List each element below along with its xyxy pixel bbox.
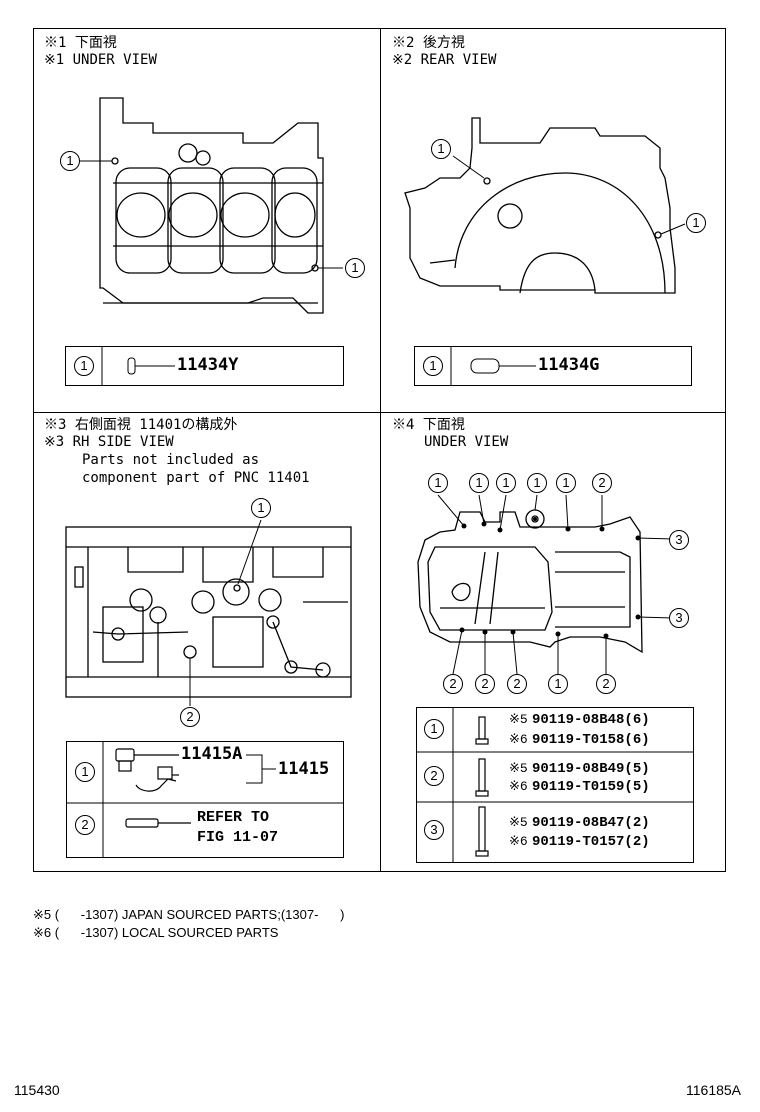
bolt-table (416, 707, 694, 863)
engine-block-under-drawing (80, 97, 343, 314)
bolt-row2-local-part: 90119-T0159(5) (532, 779, 650, 795)
engine-block-side-drawing (65, 519, 352, 706)
panel2-callout-left: 1 (431, 139, 451, 159)
panel1-part-table (65, 346, 344, 386)
bolt-row1-local-part: 90119-T0158(6) (532, 732, 650, 748)
panel4-callout-top-1: 1 (428, 473, 448, 493)
panel3-title-jp: ※3 右側面視 11401の構成外 (44, 417, 238, 433)
footnote-japan-sourced: ※5 ( -1307) JAPAN SOURCED PARTS;(1307- ) (33, 907, 345, 922)
bolt-row3-local-part: 90119-T0157(2) (532, 834, 650, 850)
panel2-table-callout: 1 (423, 356, 443, 376)
engine-block-rear-drawing (404, 117, 686, 294)
panel4-callout-top-5: 1 (556, 473, 576, 493)
panel-under-view-oil-pan (380, 412, 726, 872)
panel1-table-divider (101, 346, 175, 386)
panel2-table-divider (450, 346, 536, 386)
panel4-callout-top-2: 1 (469, 473, 489, 493)
part-number-11434Y: 11434Y (177, 355, 239, 375)
panel4-callout-bottom-3: 2 (507, 674, 527, 694)
panel4-callout-right-1: 3 (669, 530, 689, 550)
corner-id-right: 116185A (686, 1082, 742, 1098)
part-number-11434G: 11434G (538, 355, 600, 375)
bolt-table-art (416, 707, 694, 863)
panel3-callout-1: 1 (251, 498, 271, 518)
panel4-callout-top-6: 2 (592, 473, 612, 493)
bolt-row3-local-mark: ※6 (509, 834, 528, 849)
bolt-row3-jp-mark: ※5 (509, 815, 528, 830)
panel1-title-jp: ※1 下面視 (44, 35, 117, 51)
panel2-title-jp: ※2 後方視 (392, 35, 465, 51)
panel3-callout-2: 2 (180, 707, 200, 727)
panel2-callout-right: 1 (686, 213, 706, 233)
part-number-11415: 11415 (278, 759, 330, 779)
refer-fig-label: FIG 11-07 (197, 829, 279, 846)
bolt-row2-local-mark: ※6 (509, 779, 528, 794)
panel1-callout-right: 1 (345, 258, 365, 278)
bolt-row1-jp-part: 90119-08B48(6) (532, 712, 650, 728)
panel3-note-line2: component part of PNC 11401 (82, 470, 310, 486)
panel4-callout-bottom-1: 2 (443, 674, 463, 694)
footnote-local-sourced: ※6 ( -1307) LOCAL SOURCED PARTS (33, 925, 279, 940)
bolt-row1-local-mark: ※6 (509, 732, 528, 747)
panel3-table-callout-2: 2 (75, 815, 95, 835)
panel2-part-table (414, 346, 692, 386)
panel1-table-callout: 1 (74, 356, 94, 376)
panel3-note-line1: Parts not included as (82, 452, 260, 468)
corner-id-left: 115430 (14, 1082, 60, 1098)
panel4-callout-bottom-2: 2 (475, 674, 495, 694)
bolt-row2-callout: 2 (424, 766, 444, 786)
bolt-row2-jp-mark: ※5 (509, 761, 528, 776)
panel1-callout-left: 1 (60, 151, 80, 171)
panel3-title-en: ※3 RH SIDE VIEW (44, 434, 174, 450)
bolt-row2-jp-part: 90119-08B49(5) (532, 761, 650, 777)
panel2-title-en: ※2 REAR VIEW (392, 52, 497, 68)
panel4-title-en: UNDER VIEW (424, 434, 509, 450)
panel3-table-callout-1: 1 (75, 762, 95, 782)
part-number-11415A: 11415A (181, 744, 243, 764)
panel3-table-art (66, 741, 344, 858)
bolt-row1-callout: 1 (424, 719, 444, 739)
panel3-part-table (66, 741, 344, 858)
oil-pan-under-drawing (417, 494, 674, 675)
bolt-row1-jp-mark: ※5 (509, 712, 528, 727)
refer-to-label: REFER TO (197, 809, 270, 826)
bolt-row3-callout: 3 (424, 820, 444, 840)
panel4-callout-right-2: 3 (669, 608, 689, 628)
bolt-row3-jp-part: 90119-08B47(2) (532, 815, 650, 831)
panel4-callout-bottom-5: 2 (596, 674, 616, 694)
panel4-callout-top-4: 1 (527, 473, 547, 493)
panel1-title-en: ※1 UNDER VIEW (44, 52, 157, 68)
panel4-title-jp: ※4 下面視 (392, 417, 465, 433)
panel4-callout-bottom-4: 1 (548, 674, 568, 694)
panel4-callout-top-3: 1 (496, 473, 516, 493)
